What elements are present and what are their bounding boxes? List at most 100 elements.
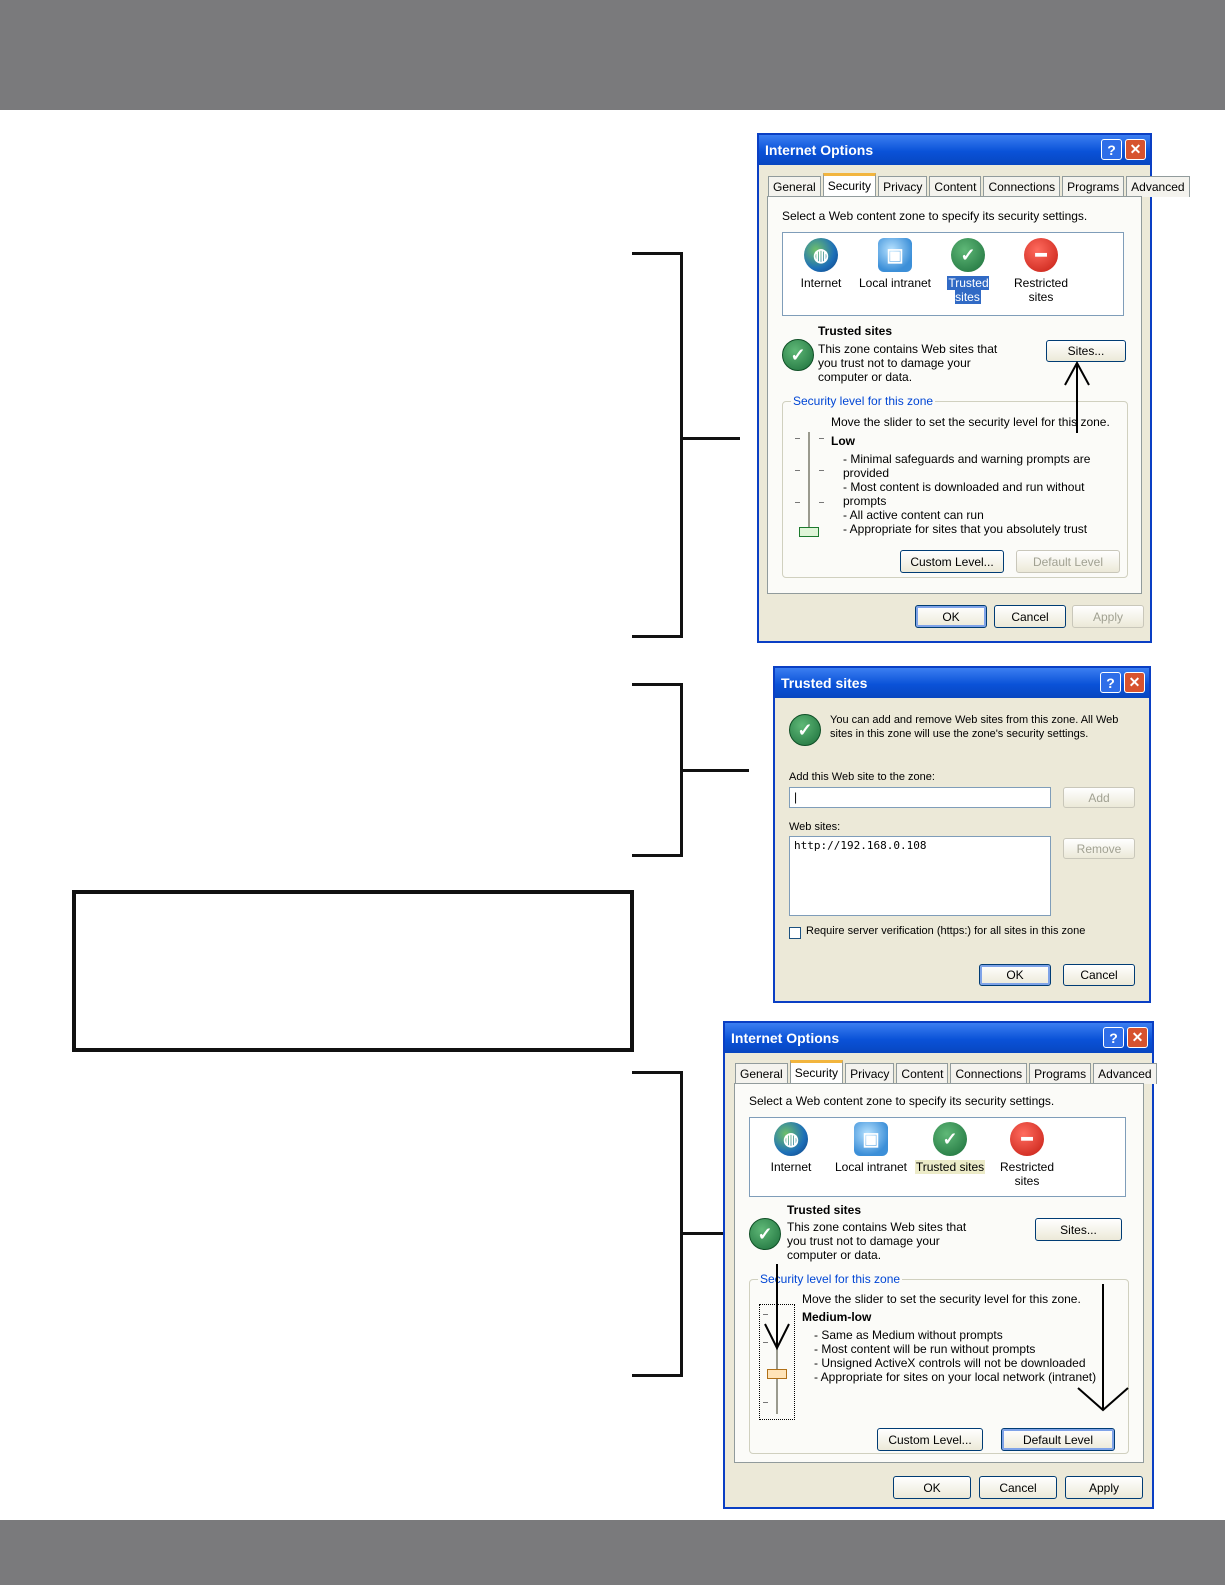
info-text: You can add and remove Web sites from th…	[830, 714, 1119, 740]
zone-internet[interactable]: ◍ Internet	[791, 238, 851, 290]
level-description: - Minimal safeguards and warning prompts…	[843, 452, 1113, 536]
tab-privacy[interactable]: Privacy	[845, 1063, 895, 1084]
zone-description: This zone contains Web sites that you tr…	[818, 342, 998, 384]
tab-content[interactable]: Content	[896, 1063, 949, 1084]
title-bar[interactable]: Internet Options ? ✕	[759, 135, 1150, 165]
bottom-band	[0, 1520, 1225, 1585]
add-site-input[interactable]: |	[789, 787, 1051, 808]
no-entry-icon: ━	[1024, 238, 1058, 272]
level-name: Low	[831, 434, 855, 448]
cancel-button[interactable]: Cancel	[994, 605, 1066, 628]
require-https-checkbox[interactable]	[789, 927, 801, 939]
slider-track	[808, 432, 810, 532]
globe-icon: ◍	[804, 238, 838, 272]
slider-thumb[interactable]	[767, 1369, 787, 1379]
tab-privacy[interactable]: Privacy	[878, 176, 928, 197]
slider-hint: Move the slider to set the security leve…	[831, 415, 1110, 429]
title-bar[interactable]: Trusted sites ? ✕	[775, 668, 1149, 698]
network-icon: ▣	[854, 1122, 888, 1156]
ok-button[interactable]: OK	[893, 1476, 971, 1499]
sites-button[interactable]: Sites...	[1046, 340, 1126, 362]
ok-button[interactable]: OK	[915, 605, 987, 628]
custom-level-button[interactable]: Custom Level...	[877, 1428, 983, 1451]
question-icon[interactable]: ?	[1101, 139, 1122, 160]
websites-list[interactable]: http://192.168.0.108	[789, 836, 1051, 916]
arrow-icon	[1077, 1284, 1129, 1412]
zone-list: ◍ Internet ▣ Local intranet ✓ Trusted si…	[749, 1117, 1126, 1197]
checkmark-icon: ✓	[951, 238, 985, 272]
question-icon[interactable]: ?	[1103, 1027, 1124, 1048]
bullet: - Most content is downloaded and run wit…	[843, 480, 1085, 508]
bullet: - All active content can run	[843, 508, 984, 522]
tab-advanced[interactable]: Advanced	[1126, 176, 1190, 197]
checkmark-icon: ✓	[749, 1218, 781, 1250]
group-label: Security level for this zone	[758, 1272, 903, 1286]
security-level-group: Security level for this zone Move the sl…	[749, 1272, 1129, 1454]
tab-programs[interactable]: Programs	[1062, 176, 1125, 197]
bracket-2-stem	[683, 769, 749, 772]
trusted-sites-dialog: Trusted sites ? ✕ ✓ You can add and remo…	[773, 666, 1151, 1003]
sites-button[interactable]: Sites...	[1035, 1218, 1122, 1241]
list-item[interactable]: http://192.168.0.108	[794, 839, 927, 852]
zone-local-intranet[interactable]: ▣ Local intranet	[828, 1122, 914, 1174]
group-label: Security level for this zone	[791, 394, 936, 408]
slider-thumb[interactable]	[799, 527, 819, 537]
close-icon[interactable]: ✕	[1124, 672, 1145, 693]
security-panel: Select a Web content zone to specify its…	[767, 196, 1142, 594]
bracket-1	[632, 252, 683, 638]
bracket-3-stem	[683, 1232, 723, 1235]
bullet: - Most content will be run without promp…	[814, 1342, 1036, 1356]
checkmark-icon: ✓	[782, 339, 814, 371]
zone-list: ◍ Internet ▣ Local intranet ✓ Trusted si…	[782, 232, 1124, 316]
bullet: - Appropriate for sites on your local ne…	[814, 1370, 1097, 1384]
arrow-icon	[764, 1264, 790, 1351]
bullet: - Unsigned ActiveX controls will not be …	[814, 1356, 1086, 1370]
tab-general[interactable]: General	[735, 1063, 788, 1084]
zone-title: Trusted sites	[787, 1203, 862, 1217]
apply-button[interactable]: Apply	[1065, 1476, 1143, 1499]
dialog-title: Internet Options	[765, 142, 874, 158]
tab-programs[interactable]: Programs	[1029, 1063, 1092, 1084]
tab-advanced[interactable]: Advanced	[1093, 1063, 1157, 1084]
arrow-icon	[1064, 360, 1090, 433]
slider-hint: Move the slider to set the security leve…	[802, 1292, 1081, 1306]
apply-button[interactable]: Apply	[1072, 605, 1144, 628]
tab-security[interactable]: Security	[789, 1060, 844, 1086]
custom-level-button[interactable]: Custom Level...	[900, 550, 1004, 573]
tab-security[interactable]: Security	[822, 173, 877, 199]
bullet: - Minimal safeguards and warning prompts…	[843, 452, 1091, 480]
tab-connections[interactable]: Connections	[950, 1063, 1028, 1084]
cancel-button[interactable]: Cancel	[1063, 964, 1135, 986]
note-box	[72, 890, 634, 1052]
zone-trusted-sites[interactable]: ✓ Trusted sites	[914, 1122, 986, 1174]
tab-general[interactable]: General	[768, 176, 821, 197]
dialog-title: Trusted sites	[781, 675, 868, 691]
zone-restricted-sites[interactable]: ━ Restricted sites	[1011, 238, 1071, 304]
zone-title: Trusted sites	[818, 324, 893, 338]
ok-button[interactable]: OK	[979, 964, 1051, 986]
checkmark-icon: ✓	[789, 714, 821, 746]
tab-connections[interactable]: Connections	[983, 176, 1061, 197]
network-icon: ▣	[878, 238, 912, 272]
tab-content[interactable]: Content	[929, 176, 982, 197]
add-button[interactable]: Add	[1063, 787, 1135, 808]
zone-internet[interactable]: ◍ Internet	[760, 1122, 822, 1174]
default-level-button[interactable]: Default Level	[1016, 550, 1120, 573]
cancel-button[interactable]: Cancel	[979, 1476, 1057, 1499]
close-icon[interactable]: ✕	[1127, 1027, 1148, 1048]
zone-local-intranet[interactable]: ▣ Local intranet	[855, 238, 935, 290]
question-icon[interactable]: ?	[1100, 672, 1121, 693]
remove-button[interactable]: Remove	[1063, 838, 1135, 859]
zone-restricted-sites[interactable]: ━ Restricted sites	[994, 1122, 1060, 1188]
zone-description: This zone contains Web sites that you tr…	[787, 1220, 967, 1262]
title-bar[interactable]: Internet Options ? ✕	[725, 1023, 1152, 1053]
dialog-title: Internet Options	[731, 1030, 840, 1046]
bracket-1-stem	[683, 437, 740, 440]
bracket-3	[632, 1071, 683, 1377]
websites-label: Web sites:	[789, 821, 841, 833]
close-icon[interactable]: ✕	[1125, 139, 1146, 160]
top-band	[0, 0, 1225, 110]
slider-track	[776, 1310, 778, 1414]
default-level-button[interactable]: Default Level	[1001, 1428, 1115, 1451]
zone-trusted-sites[interactable]: ✓ Trusted sites	[933, 238, 1003, 304]
